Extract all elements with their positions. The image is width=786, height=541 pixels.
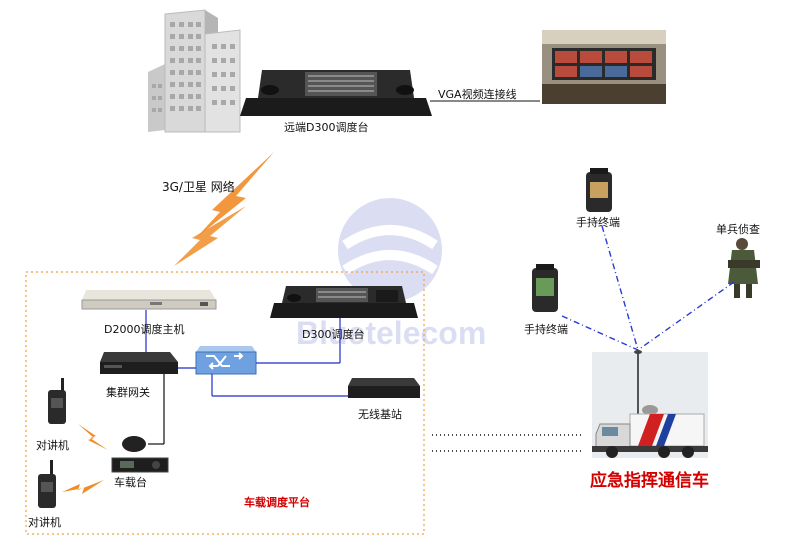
walkie-2-label: 对讲机: [28, 516, 61, 529]
network-switch-icon: [195, 346, 257, 375]
radio-wave-icon: [62, 424, 108, 494]
d300-label: D300调度台: [302, 328, 365, 341]
vga-link-label: VGA视频连接线: [438, 88, 517, 101]
handheld-2-label: 手持终端: [524, 323, 568, 336]
vehicle-radio-icon: [111, 436, 169, 473]
lan-links: [145, 310, 348, 397]
handheld-terminal-icon-2: [532, 264, 558, 312]
soldier-label: 单兵侦查: [716, 223, 760, 236]
vehicle-radio-label: 车载台: [114, 476, 147, 489]
platform-label: 车载调度平台: [244, 496, 310, 509]
handheld-terminal-icon: [586, 168, 612, 212]
walkie-talkie-icon: [48, 378, 66, 424]
command-vehicle-icon: [592, 350, 708, 458]
cluster-gateway-label: 集群网关: [106, 386, 150, 399]
wireless-links: [561, 225, 735, 351]
network-label: 3G/卫星 网络: [162, 180, 235, 194]
remote-console-label: 远端D300调度台: [284, 121, 369, 134]
lightning-bolt-icon: [196, 152, 274, 238]
walkie-1-label: 对讲机: [36, 439, 69, 452]
wireless-bs-label: 无线基站: [358, 408, 402, 421]
cluster-gateway-icon: [100, 352, 178, 374]
watermark-logo: [338, 198, 442, 302]
remote-console-icon: [240, 70, 432, 116]
command-vehicle-label: 应急指挥通信车: [590, 471, 709, 491]
vehicle-links: [432, 434, 582, 452]
video-wall-icon: [542, 30, 666, 104]
wireless-base-station-icon: [348, 378, 420, 398]
watermark-text: Bluetelecom: [296, 315, 486, 351]
lightning-bolt-icon-lower: [174, 206, 246, 266]
walkie-talkie-icon-2: [38, 460, 56, 508]
d2000-label: D2000调度主机: [104, 323, 185, 336]
soldier-icon: [728, 238, 760, 298]
building-icon: [148, 9, 241, 133]
handheld-1-label: 手持终端: [576, 216, 620, 229]
d300-console-icon: [270, 286, 418, 318]
d2000-host-icon: [81, 290, 217, 310]
